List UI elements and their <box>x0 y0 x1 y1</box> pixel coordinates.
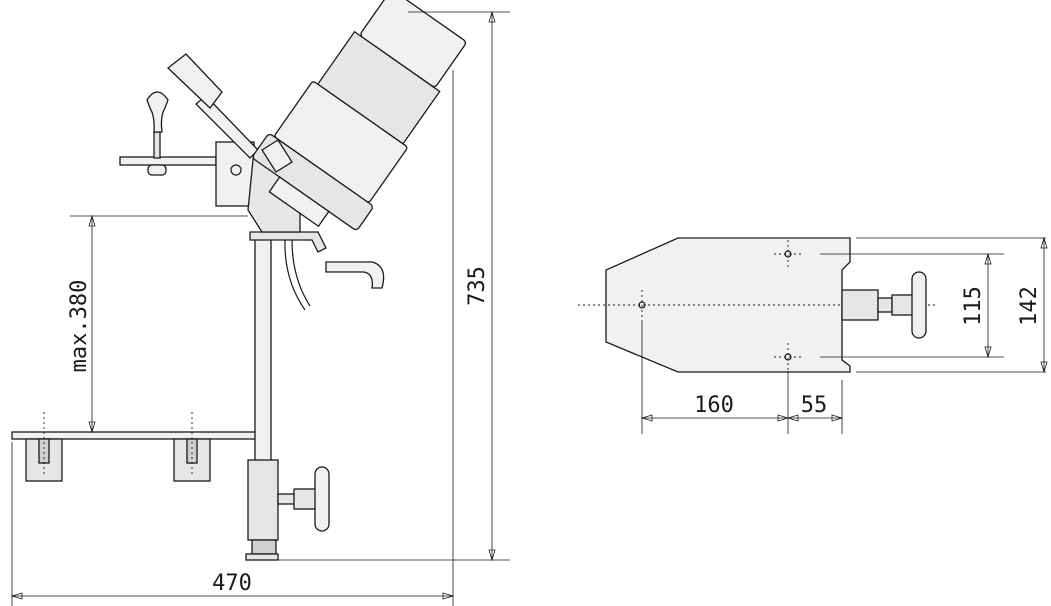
side-dimensions: 470 735 max.380 <box>10 10 510 606</box>
column-foot <box>251 539 277 555</box>
sleeve-knob <box>277 466 330 532</box>
dim-55: 55 <box>801 393 828 418</box>
top-knob-assembly <box>841 271 927 339</box>
column <box>254 236 272 463</box>
column-sleeve <box>247 459 279 541</box>
hole-center <box>638 290 646 320</box>
clamp-block-right <box>173 412 211 482</box>
column-bracket <box>249 231 327 253</box>
dim-142: 142 <box>1017 286 1042 326</box>
feed-lever <box>325 261 385 289</box>
dim-115: 115 <box>961 286 986 326</box>
dim-735: 735 <box>465 266 490 306</box>
dim-470: 470 <box>212 571 252 596</box>
top-dimensions: 160 55 115 142 <box>640 236 1048 434</box>
dim-160: 160 <box>694 393 734 418</box>
lever-grip <box>167 53 223 109</box>
base-plate <box>11 431 258 440</box>
top-view <box>578 237 935 373</box>
head-assembly <box>119 0 466 233</box>
top-knob <box>146 91 169 133</box>
cable <box>284 239 311 311</box>
hole-top <box>774 240 802 268</box>
hole-bottom <box>774 343 802 371</box>
clamp-block-left <box>25 412 63 482</box>
side-view <box>11 0 466 561</box>
dim-max-380: max.380 <box>67 280 92 373</box>
